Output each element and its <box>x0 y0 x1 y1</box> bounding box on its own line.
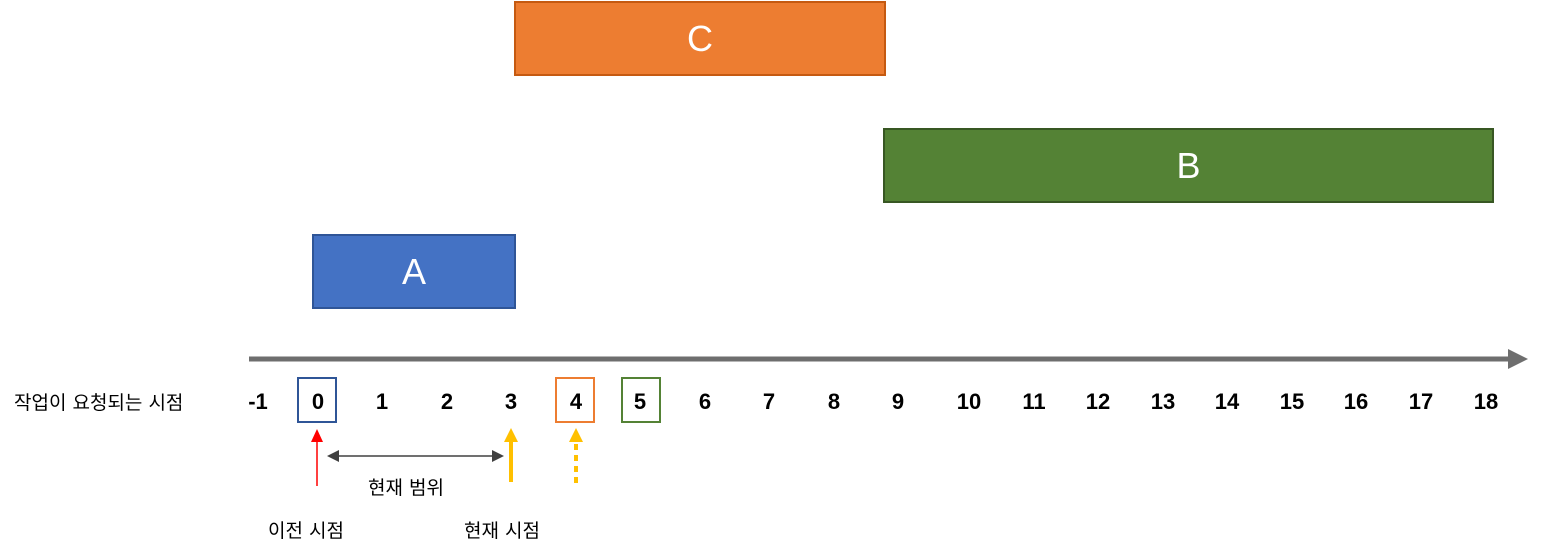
current-point-label: 현재 시점 <box>464 520 540 542</box>
task-a-bar: A <box>312 234 516 309</box>
next-point-arrow-icon <box>569 428 583 442</box>
tick-label: 10 <box>956 389 982 414</box>
tick-label: 11 <box>1022 389 1046 414</box>
tick-label: 7 <box>762 389 776 414</box>
task-c-label: C <box>687 17 713 59</box>
tick-label: 5 <box>633 389 647 414</box>
tick-label: 3 <box>504 389 518 414</box>
tick-label: 16 <box>1343 389 1369 414</box>
previous-time-box <box>297 377 337 423</box>
tick-label: 12 <box>1085 389 1111 414</box>
tick-label: 8 <box>827 389 841 414</box>
tick-label: 1 <box>375 389 389 414</box>
later-time-box <box>621 377 661 423</box>
tick-label: 0 <box>311 389 325 414</box>
current-point-arrow-icon <box>504 428 518 442</box>
task-c-bar: C <box>514 1 886 76</box>
next-time-box <box>555 377 595 423</box>
previous-point-arrow-icon <box>311 429 323 442</box>
tick-label: 6 <box>698 389 712 414</box>
tick-label: 17 <box>1408 389 1434 414</box>
tick-label: 9 <box>891 389 905 414</box>
tick-label: 13 <box>1150 389 1176 414</box>
tick-label: 2 <box>440 389 454 414</box>
tick-label: 4 <box>569 389 583 414</box>
tick-label: 14 <box>1214 389 1240 414</box>
current-range-label: 현재 범위 <box>368 477 444 499</box>
previous-point-label: 이전 시점 <box>268 520 344 542</box>
tick-label: 18 <box>1473 389 1499 414</box>
tick-label: 15 <box>1279 389 1305 414</box>
task-b-bar: B <box>883 128 1494 203</box>
tick-label: -1 <box>248 389 268 414</box>
time-axis-arrowhead-icon <box>1508 349 1528 369</box>
task-a-label: A <box>401 250 426 292</box>
task-b-label: B <box>1176 144 1201 186</box>
axis-label: 작업이 요청되는 시점 <box>14 392 184 414</box>
